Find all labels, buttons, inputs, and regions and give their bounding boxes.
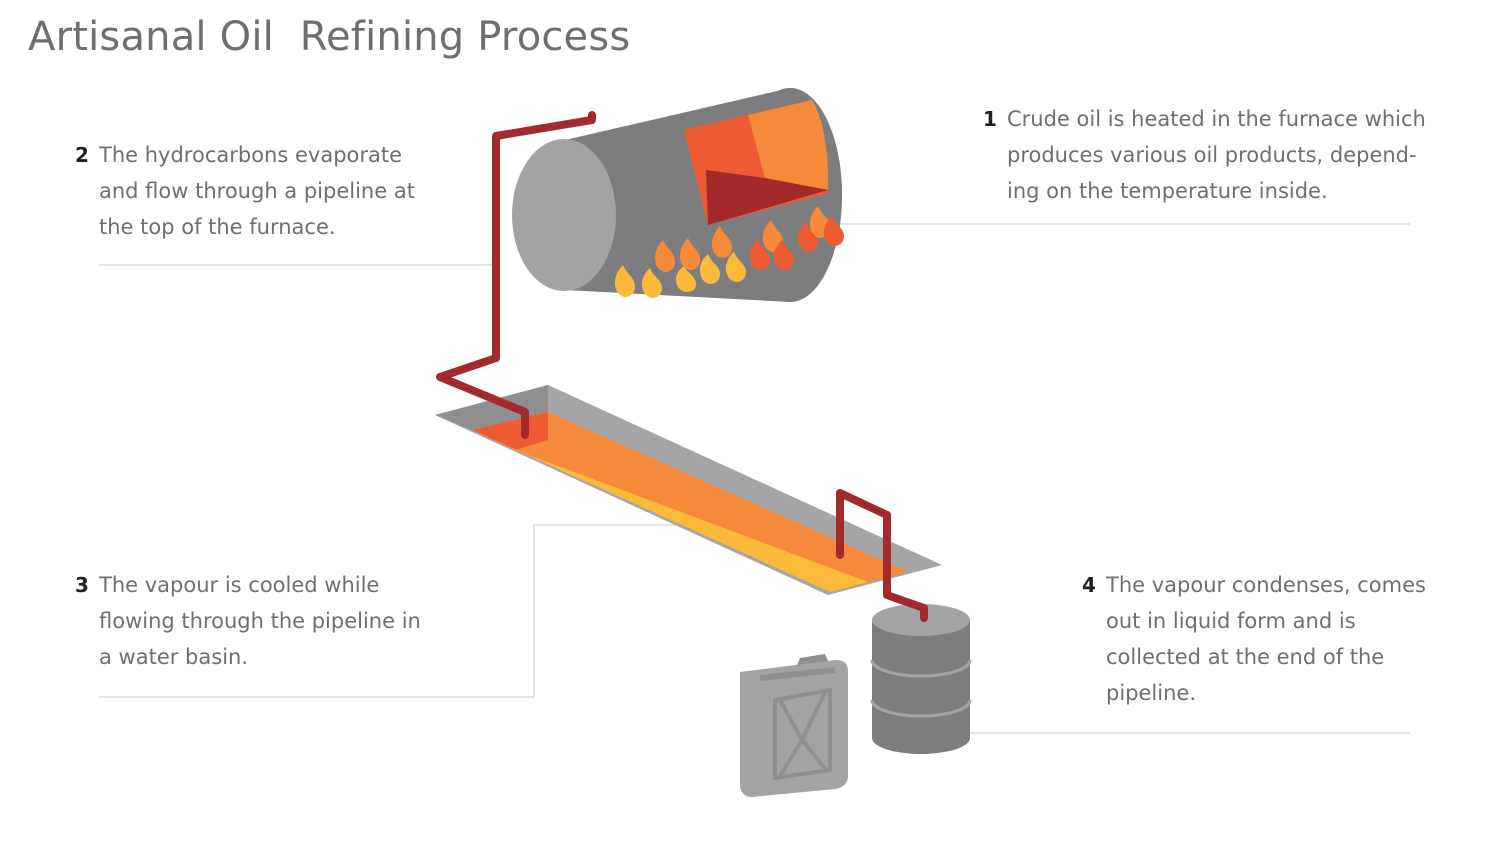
leader-line-3 (99, 524, 705, 698)
flame-icon (797, 222, 818, 252)
step-1-line-1: Crude oil is heated in the furnace which (1007, 107, 1426, 131)
leader-lines (99, 223, 1410, 734)
step-2-number: 2 (75, 143, 89, 167)
pipeline-furnace-to-basin (436, 111, 596, 439)
step-4-number: 4 (1082, 573, 1096, 597)
flame-icon (762, 220, 783, 252)
step-2-line-1: The hydrocarbons evaporate (99, 143, 403, 167)
flame-icon (699, 254, 720, 284)
flame-icon (711, 226, 732, 258)
flame-icon (614, 265, 635, 297)
water-basin-icon (435, 385, 942, 595)
step-3-line-2: flowing through the pipeline in (99, 609, 421, 633)
pipeline-basin-to-drum (836, 489, 928, 622)
step-1-line-3: ing on the temperature inside. (1007, 179, 1328, 203)
flame-icon (679, 238, 700, 270)
furnace-icon (512, 88, 842, 302)
flame-icon (675, 266, 696, 292)
oil-drum-icon (870, 604, 972, 754)
step-2-line-3: the top of the furnace. (99, 215, 336, 239)
step-1: 1 Crude oil is heated in the furnace whi… (983, 101, 1426, 209)
flame-icon (725, 252, 746, 282)
flame-icon (641, 268, 662, 298)
step-2: 2 The hydrocarbons evaporate and flow th… (75, 137, 415, 245)
flame-icon (654, 240, 675, 272)
flame-icon (823, 216, 844, 246)
step-4-line-3: collected at the end of the (1106, 645, 1385, 669)
step-4-line-1: The vapour condenses, comes (1106, 573, 1426, 597)
step-1-number: 1 (983, 107, 997, 131)
step-3: 3 The vapour is cooled while flowing thr… (75, 567, 421, 675)
page-title: Artisanal Oil Refining Process (28, 14, 631, 60)
step-1-line-2: produces various oil products, depend- (1007, 143, 1417, 167)
step-3-line-3: a water basin. (99, 645, 249, 669)
jerrycan-icon (740, 654, 848, 797)
step-4: 4 The vapour condenses, comes out in liq… (1082, 567, 1426, 711)
step-3-line-1: The vapour is cooled while (99, 573, 380, 597)
step-3-number: 3 (75, 573, 89, 597)
flames (614, 206, 844, 298)
step-2-line-2: and flow through a pipeline at (99, 179, 415, 203)
step-4-line-2: out in liquid form and is (1106, 609, 1356, 633)
flame-icon (749, 240, 770, 270)
flame-icon (773, 240, 794, 270)
pipeline (436, 111, 928, 622)
step-4-line-4: pipeline. (1106, 681, 1196, 705)
